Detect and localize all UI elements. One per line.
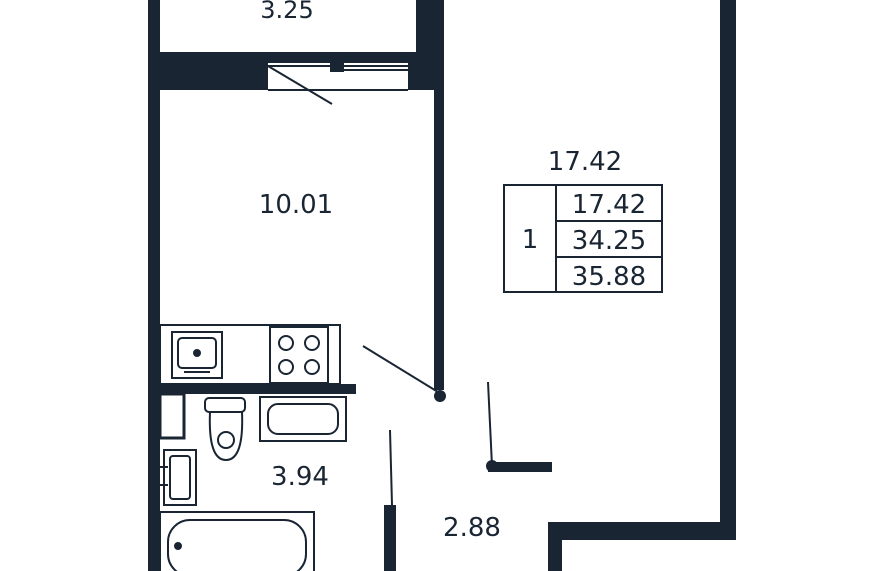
bath-wall-right [384, 505, 396, 571]
balcony-area: 3.25 [260, 0, 313, 24]
living-area-value: 17.42 [572, 190, 646, 220]
outer-wall-right [720, 0, 736, 540]
partition-kitchen-bath [160, 384, 356, 394]
sink-icon [171, 331, 223, 379]
bathroom-area: 3.94 [271, 462, 329, 492]
total-area-value: 34.25 [572, 226, 646, 256]
room-labels: 3.25 10.01 17.42 3.94 2.88 [259, 0, 622, 543]
hall-area: 2.88 [443, 513, 501, 543]
door-bath [389, 429, 393, 506]
partition-kitchen-living [434, 90, 444, 390]
rooms-count: 1 [522, 225, 539, 255]
total-with-balcony-value: 35.88 [572, 262, 646, 292]
washbasin-icon [160, 449, 197, 506]
balcony-wall-left [148, 0, 160, 62]
area-summary-table: 1 17.42 34.25 35.88 [503, 184, 663, 293]
washer-icon [259, 396, 347, 442]
toilet-icon [204, 397, 246, 462]
outer-wall-left [148, 62, 160, 571]
kitchen-wall-top-right [408, 62, 444, 90]
kitchen-area: 10.01 [259, 190, 333, 220]
bathtub-icon [159, 511, 315, 571]
balcony-wall-bottom [148, 52, 418, 62]
shaft-box [158, 392, 186, 440]
door-living [487, 381, 493, 467]
stove-icon [269, 326, 329, 384]
door-kitchen [362, 345, 439, 393]
kitchen-wall-top-left [148, 62, 268, 90]
door-pivots [434, 390, 498, 472]
living-room-area: 17.42 [548, 147, 622, 177]
hall-wall-stub [488, 462, 552, 472]
door-balcony [267, 65, 333, 105]
walls [148, 0, 736, 571]
thin-lines [159, 61, 493, 506]
living-wall-bottom-leg [548, 522, 562, 571]
living-wall-bottom [548, 522, 736, 540]
